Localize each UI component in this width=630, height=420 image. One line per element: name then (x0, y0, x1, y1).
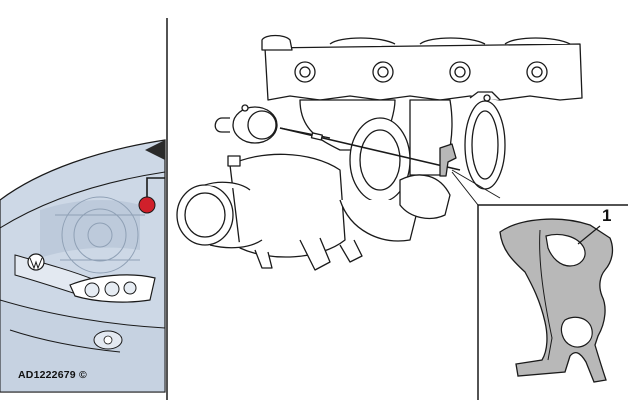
bumper (0, 299, 166, 393)
turbine-housing (299, 117, 451, 271)
outlet-flange (464, 91, 506, 190)
wastegate-actuator (214, 104, 331, 144)
location-marker (138, 196, 156, 214)
compressor-inlet (176, 153, 346, 269)
manifold-ports (294, 61, 548, 83)
car-panel (0, 139, 166, 393)
callout-number: 1 (602, 206, 612, 225)
actuator-rod (279, 127, 461, 171)
reference-code: AD1222679 © (18, 369, 87, 381)
turbo-assembly (176, 34, 583, 271)
detail-box (477, 204, 628, 400)
clip-location (439, 143, 457, 177)
engine-phantom (55, 196, 145, 274)
